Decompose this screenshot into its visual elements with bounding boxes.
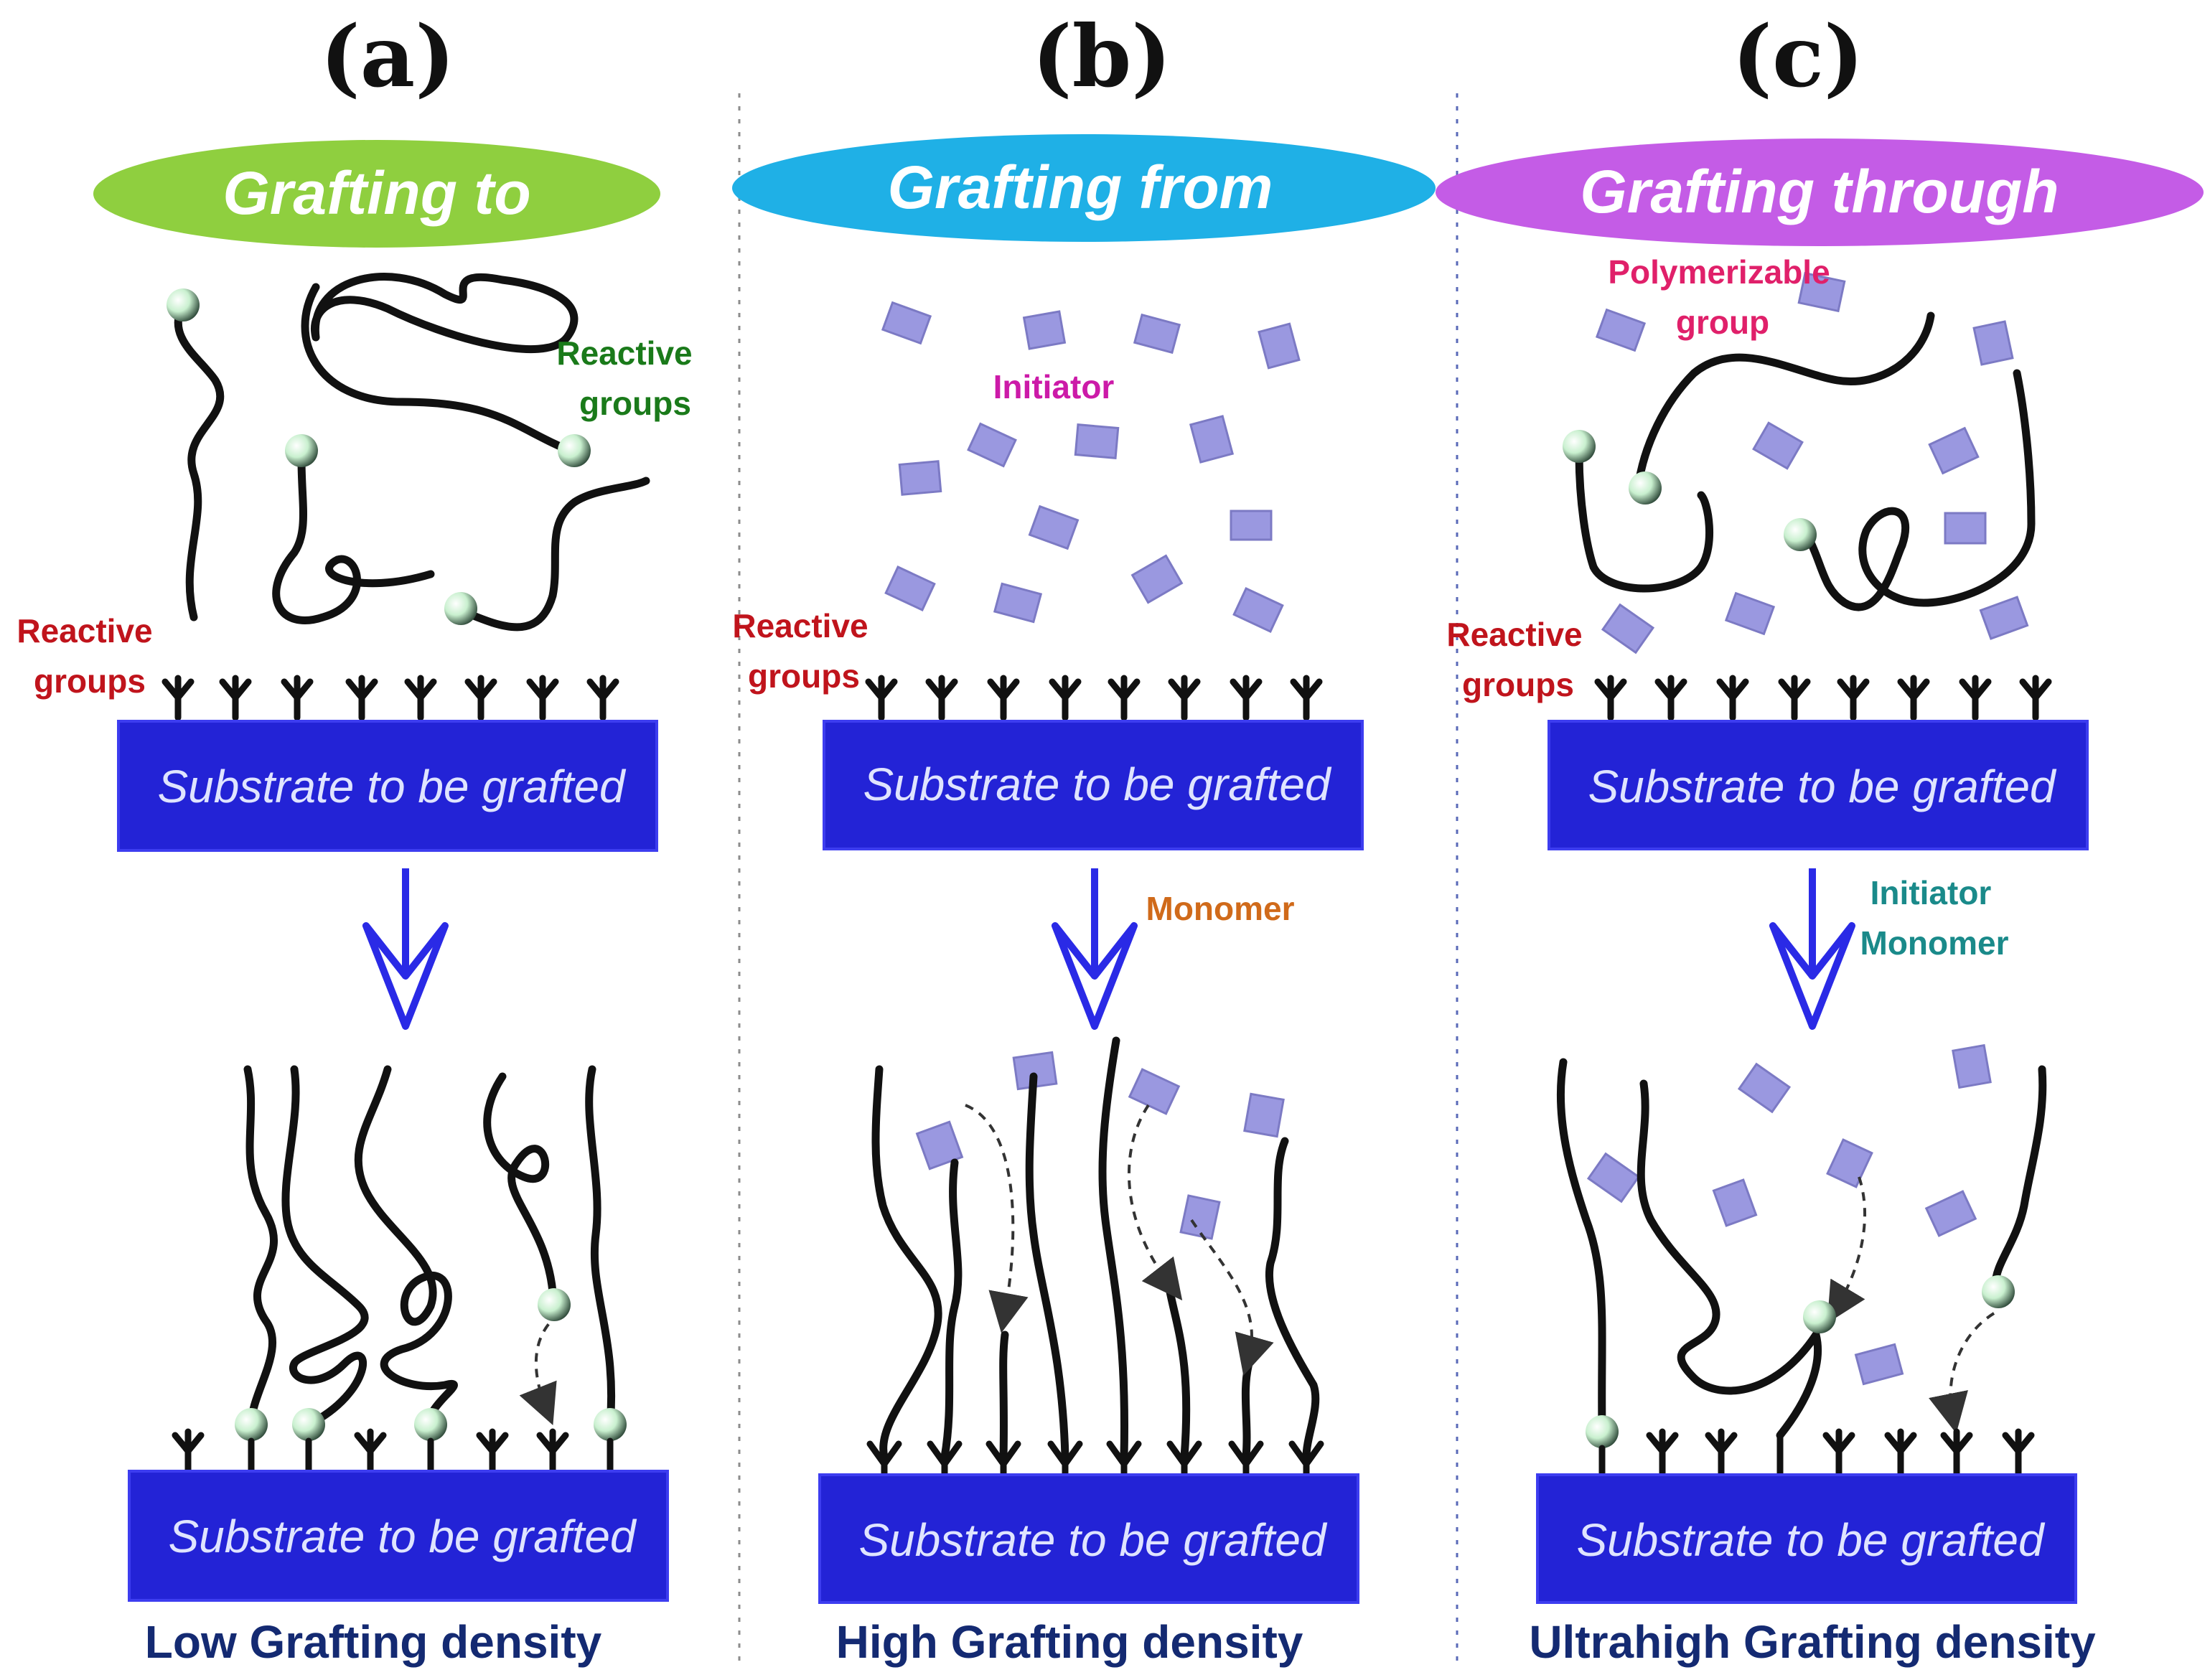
reactive-bead: [414, 1408, 447, 1441]
substrate-label-bottom-a: Substrate to be grafted: [168, 1511, 637, 1562]
reactive-bead: [292, 1408, 325, 1441]
reactive-bead: [167, 288, 200, 322]
reactive-bead: [538, 1288, 571, 1321]
substrate-top-a: [117, 720, 658, 852]
note-groups-c: groups: [1462, 666, 1574, 703]
process-arrow-c: [1769, 868, 1855, 1030]
note-monomer-c: Monomer: [1860, 924, 2009, 962]
panel-a: (a) Grafting to Reactive groups Reactive…: [17, 6, 692, 1668]
method-label-b: Grafting from: [888, 154, 1273, 221]
polymerizable-bead: [1563, 430, 1596, 463]
panel-c: (c) Grafting through Polymerizable group…: [1436, 6, 2204, 1668]
result-label-a: Low Grafting density: [145, 1616, 602, 1668]
note-polymerizable-c: Polymerizable: [1608, 253, 1830, 291]
note-reactive-a1: Reactive: [556, 334, 692, 372]
substrate-bottom-a: [128, 1470, 669, 1602]
result-label-c: Ultrahigh Grafting density: [1529, 1616, 2096, 1668]
note-reactive-c: Reactive: [1446, 616, 1582, 653]
panel-letter-c: (c): [1732, 6, 1864, 106]
polymerizable-bead: [1629, 471, 1662, 505]
substrate-label-top-a: Substrate to be grafted: [157, 761, 627, 812]
initiator-cluster: [1595, 271, 2029, 654]
y-linker-row: [865, 675, 1323, 721]
polymerizable-bead: [1784, 518, 1817, 551]
method-label-c: Grafting through: [1580, 158, 2059, 225]
y-linker-row: [161, 675, 619, 721]
panel-letter-a: (a): [320, 6, 455, 106]
note-groups-a2: groups: [34, 662, 146, 700]
polymerizable-bead: [1586, 1415, 1619, 1448]
initiator-cluster: [915, 1051, 1285, 1240]
polymerizable-bead: [1982, 1275, 2015, 1308]
y-linker-row: [172, 1428, 614, 1475]
result-label-b: High Grafting density: [836, 1616, 1303, 1668]
polymerizable-bead: [1803, 1300, 1836, 1333]
reactive-bead: [558, 434, 591, 467]
method-ellipse-c: [1436, 139, 2204, 246]
reactive-bead: [235, 1408, 268, 1441]
note-initiator-c: Initiator: [1870, 874, 1992, 911]
reactive-bead: [444, 592, 477, 625]
substrate-label-top-b: Substrate to be grafted: [863, 759, 1332, 810]
note-monomer-b: Monomer: [1146, 890, 1295, 927]
method-ellipse-a: [93, 140, 660, 248]
substrate-top-c: [1548, 720, 2089, 850]
substrate-top-b: [823, 720, 1364, 850]
process-arrow-a: [362, 868, 449, 1030]
y-linker-row: [1594, 675, 2052, 721]
initiator-cluster: [881, 301, 1301, 633]
reactive-bead: [594, 1408, 627, 1441]
method-ellipse-b: [732, 134, 1436, 242]
substrate-label-bottom-c: Substrate to be grafted: [1576, 1514, 2046, 1566]
note-group-c: group: [1676, 304, 1769, 341]
substrate-label-top-c: Substrate to be grafted: [1588, 761, 2057, 812]
initiator-cluster: [1586, 1043, 1992, 1386]
y-linker-row: [1598, 1428, 2035, 1478]
note-reactive-b: Reactive: [732, 607, 868, 644]
method-label-a: Grafting to: [223, 159, 530, 227]
note-reactive-a2: Reactive: [17, 612, 152, 649]
note-initiator-b: Initiator: [993, 368, 1115, 405]
substrate-bottom-b: [818, 1473, 1359, 1604]
substrate-label-bottom-b: Substrate to be grafted: [858, 1514, 1328, 1566]
process-arrow-b: [1052, 868, 1138, 1030]
panel-letter-b: (b): [1032, 6, 1171, 106]
note-groups-b: groups: [748, 657, 860, 695]
reactive-bead: [285, 434, 318, 467]
arrow-linker-row: [866, 1440, 1324, 1482]
panel-b: (b) Grafting from Initiator Reactive gro…: [732, 6, 1436, 1668]
note-groups-a1: groups: [579, 385, 691, 422]
substrate-bottom-c: [1536, 1473, 2077, 1604]
